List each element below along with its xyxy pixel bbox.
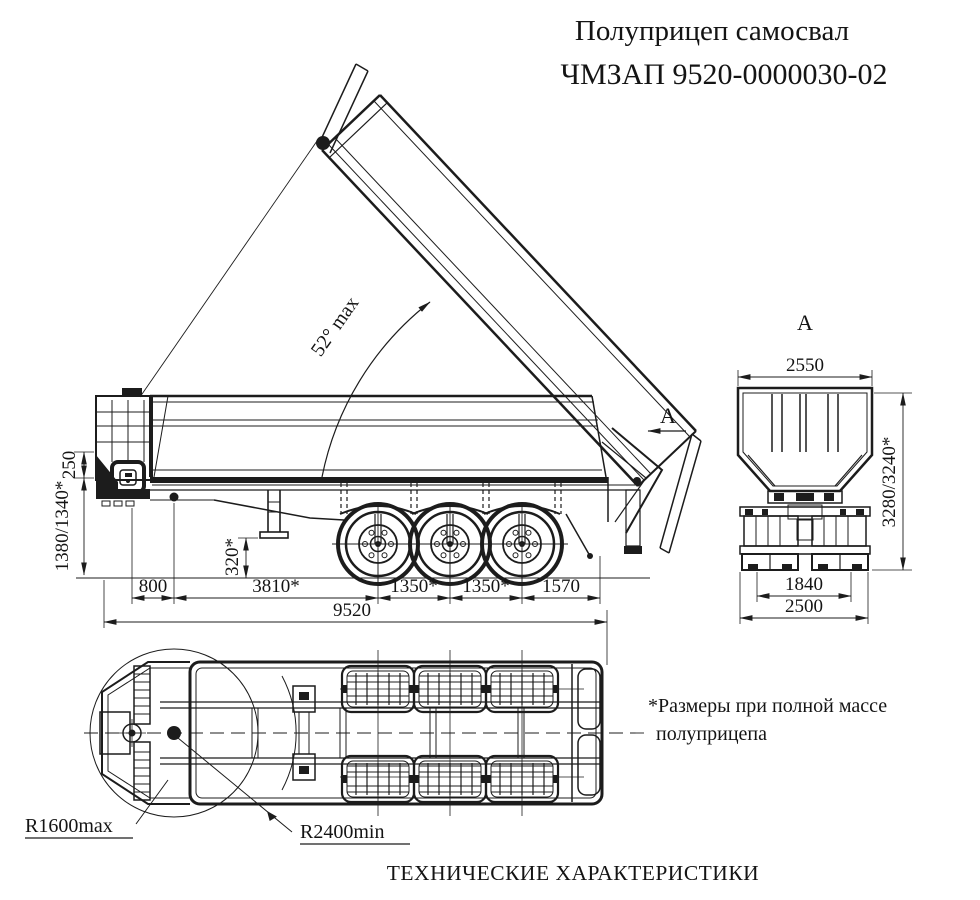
r2400-arrowhead	[267, 811, 277, 821]
tipped-body	[139, 63, 702, 554]
dim-1380-1340: 1380/1340*	[52, 481, 73, 572]
rear-body	[736, 386, 874, 493]
kingpin-dot-side	[169, 492, 179, 502]
tip-angle-label: 52° max	[307, 293, 364, 361]
section-a-arrow: A	[647, 403, 686, 434]
label-r2400min: R2400min	[300, 821, 384, 843]
dim-2550: 2550	[786, 355, 824, 376]
dim-1350-b: 1350*	[462, 576, 510, 597]
section-a-label: A	[660, 403, 676, 428]
kingpin-plate-bar	[96, 489, 150, 499]
dim-1350-a: 1350*	[390, 576, 438, 597]
side-view-dimensions: 250 1380/1340* 320* 800 3810* 1350* 1350…	[52, 451, 608, 665]
kingpin-dot-plan	[167, 726, 181, 740]
note-line2: полуприцепа	[656, 723, 767, 745]
rear-chute	[611, 427, 664, 534]
tip-angle-arc: 52° max	[307, 293, 431, 478]
dim-1840: 1840	[785, 574, 823, 595]
dim-3810: 3810*	[252, 576, 300, 597]
r1600-leader	[135, 779, 169, 825]
note-line1: *Размеры при полной массе	[648, 695, 887, 717]
plan-view: R1600max R2400min	[25, 648, 644, 845]
title-line1: Полуприцеп самосвал	[575, 15, 849, 47]
r1600-circle	[89, 648, 259, 818]
r2400-leader	[177, 737, 293, 833]
landing-gear	[259, 490, 289, 539]
dim-320: 320*	[222, 538, 243, 576]
r2400-arc	[281, 675, 297, 791]
dim-800: 800	[139, 576, 168, 597]
hinge-blob	[316, 136, 330, 150]
rear-view: A 2550	[736, 310, 912, 624]
label-r1600max: R1600max	[25, 815, 113, 837]
footnote: *Размеры при полной массе полуприцепа	[648, 695, 887, 745]
rear-bogie	[739, 490, 871, 571]
rear-mud-flap	[625, 489, 641, 547]
body-pivot	[633, 477, 641, 485]
dim-250: 250	[59, 451, 80, 480]
view-a-label: A	[797, 310, 813, 335]
title-block: Полуприцеп самосвал ЧМЗАП 9520-0000030-0…	[560, 15, 887, 91]
travel-body	[149, 394, 608, 483]
title-line2: ЧМЗАП 9520-0000030-02	[560, 58, 887, 91]
dim-1570: 1570	[542, 576, 580, 597]
dim-3280-3240: 3280/3240*	[879, 437, 900, 528]
front-frame	[95, 388, 179, 507]
footer-title: ТЕХНИЧЕСКИЕ ХАРАКТЕРИСТИКИ	[387, 861, 759, 885]
dim-2500: 2500	[785, 596, 823, 617]
side-view: 52° max	[76, 63, 702, 586]
front-ladder-plan	[133, 665, 151, 801]
chassis-frame	[96, 427, 664, 559]
dim-9520: 9520	[333, 600, 371, 621]
